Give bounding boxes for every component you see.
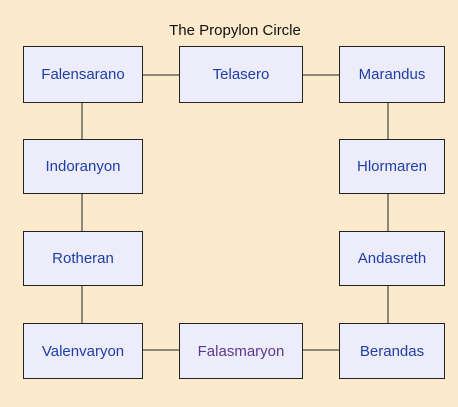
node-andasreth[interactable]: Andasreth [339, 231, 445, 286]
diagram-title: The Propylon Circle [169, 22, 301, 39]
node-falasmaryon[interactable]: Falasmaryon [179, 323, 303, 379]
node-marandus[interactable]: Marandus [339, 46, 445, 103]
node-indoranyon[interactable]: Indoranyon [23, 139, 143, 194]
node-berandas[interactable]: Berandas [339, 323, 445, 379]
node-valenvaryon[interactable]: Valenvaryon [23, 323, 143, 379]
node-rotheran[interactable]: Rotheran [23, 231, 143, 286]
node-hlormaren[interactable]: Hlormaren [339, 139, 445, 194]
node-telasero[interactable]: Telasero [179, 46, 303, 103]
node-falensarano[interactable]: Falensarano [23, 46, 143, 103]
